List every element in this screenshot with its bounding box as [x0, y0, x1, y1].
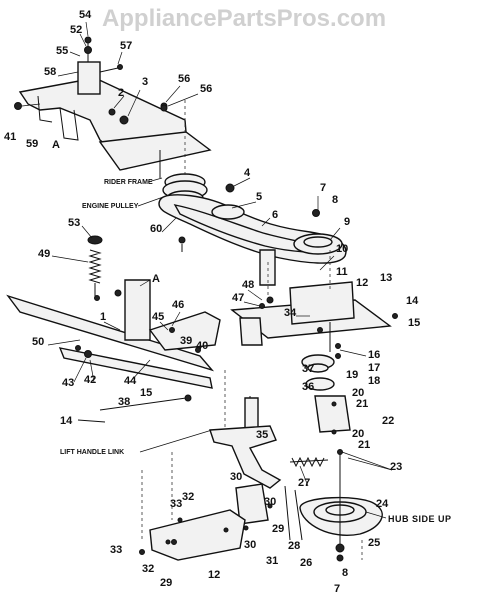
engine-pulley-belt-assembly: [158, 104, 347, 264]
part-number-label: 18: [368, 375, 380, 387]
caption-hub-side-up: HUB SIDE UP: [388, 514, 452, 524]
part-number-label: 4: [244, 167, 251, 179]
part-number-label: 7: [320, 182, 326, 194]
part-number-label: 29: [272, 523, 284, 535]
part-number-label: 34: [284, 307, 297, 319]
part-number-label: 57: [120, 40, 132, 52]
part-number-label: 56: [178, 73, 190, 85]
part-number-label: 30: [244, 539, 256, 551]
part-number-label: 49: [38, 248, 50, 260]
part-number-label: 45: [152, 311, 164, 323]
caption-engine-pulley: ENGINE PULLEY: [82, 203, 139, 210]
part-number-label: 30: [230, 471, 242, 483]
part-number-label: 24: [376, 498, 389, 510]
part-number-label: 3: [142, 76, 148, 88]
part-number-label: 40: [196, 340, 208, 352]
part-number-label: 2: [118, 87, 124, 99]
part-number-label: 12: [208, 569, 220, 581]
lower-plate: [139, 509, 249, 561]
part-number-label: 42: [84, 374, 96, 386]
part-number-label: 21: [356, 398, 368, 410]
part-number-label: 12: [356, 277, 368, 289]
caption-rider-frame: RIDER FRAME: [104, 179, 153, 186]
leader-lines: [47, 21, 393, 487]
part-number-label: 50: [32, 336, 44, 348]
part-number-label: 47: [232, 292, 244, 304]
part-number-label: 54: [79, 9, 92, 21]
part-number-label: 31: [266, 555, 278, 567]
part-number-label: 48: [242, 279, 254, 291]
part-number-label: 8: [342, 567, 348, 579]
part-number-label: 20: [352, 387, 364, 399]
part-number-label: 58: [44, 66, 56, 78]
part-number-label: 15: [408, 317, 420, 329]
reference-letter-a: A: [152, 273, 160, 285]
part-number-label: 55: [56, 45, 68, 57]
part-number-label: 39: [180, 335, 192, 347]
part-number-label: 11: [336, 266, 348, 278]
part-number-label: 1: [100, 311, 106, 323]
part-number-label: 9: [344, 216, 350, 228]
part-number-label: 33: [110, 544, 122, 556]
part-number-label: 23: [390, 461, 402, 473]
part-number-label: 37: [302, 363, 314, 375]
part-number-label: 26: [300, 557, 312, 569]
reference-letter-a: A: [52, 139, 60, 151]
part-number-label: 28: [288, 540, 300, 552]
part-number-label: 27: [298, 477, 310, 489]
part-number-label: 10: [336, 243, 348, 255]
part-number-label: 30: [264, 496, 276, 508]
part-number-label: 14: [406, 295, 419, 307]
lower-idler-pulley: [299, 480, 383, 562]
part-number-label: 46: [172, 299, 184, 311]
part-number-label: 19: [346, 369, 358, 381]
part-number-label: 17: [368, 362, 380, 374]
part-number-label: 56: [200, 83, 212, 95]
part-number-label: 32: [182, 491, 194, 503]
part-number-label: 38: [118, 396, 130, 408]
part-number-label: 20: [352, 428, 364, 440]
part-number-label: 16: [368, 349, 380, 361]
part-number-label: 53: [68, 217, 80, 229]
part-number-label: 60: [150, 223, 162, 235]
part-number-label: 21: [358, 439, 370, 451]
part-number-label: 36: [302, 381, 314, 393]
part-number-label: 59: [26, 138, 38, 150]
part-number-label: 25: [368, 537, 380, 549]
part-number-label: 8: [332, 194, 338, 206]
part-number-label: 14: [60, 415, 73, 427]
watermark: AppliancePartsPros.com: [102, 5, 386, 32]
part-number-label: 7: [334, 583, 340, 595]
part-number-label: 35: [256, 429, 268, 441]
part-number-label: 15: [140, 387, 152, 399]
lift-handle-link-assembly: [209, 425, 343, 541]
part-number-label: 33: [170, 498, 182, 510]
caption-lift-handle-link: LIFT HANDLE LINK: [60, 449, 124, 456]
guide-lines: [141, 100, 363, 560]
part-number-label: 5: [256, 191, 262, 203]
part-number-label: 41: [4, 131, 16, 143]
part-number-label: 29: [160, 577, 172, 589]
rider-frame: [14, 36, 212, 171]
part-number-label: 32: [142, 563, 154, 575]
part-number-label: 13: [380, 272, 392, 284]
spring-assembly: [87, 235, 103, 301]
part-number-label: 6: [272, 209, 278, 221]
part-number-label: 43: [62, 377, 74, 389]
part-number-label: 22: [382, 415, 394, 427]
part-number-label: 52: [70, 24, 82, 36]
lift-rod-assembly: [6, 279, 221, 423]
center-bracket-assembly: [230, 249, 398, 435]
